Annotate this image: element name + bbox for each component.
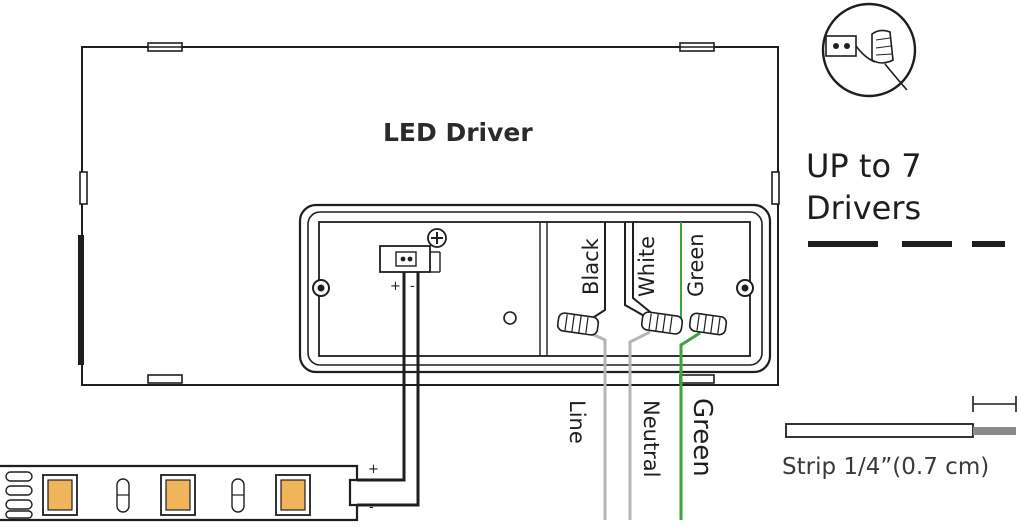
supply-wire-label-neutral: Neutral — [639, 400, 663, 478]
driver-wire-label-black: Black — [579, 237, 603, 295]
screw-icon — [312, 279, 330, 297]
led-chip — [275, 474, 311, 516]
led-chip — [160, 474, 196, 516]
wire-connector-icon — [640, 311, 684, 335]
max-drivers-line1: UP to 7 — [806, 147, 922, 185]
strip-length-label: Strip 1/4”(0.7 cm) — [782, 454, 989, 480]
terminal-block — [379, 245, 441, 273]
stripped-wire — [785, 396, 1017, 438]
supply-wire-label-line: Line — [565, 400, 589, 444]
driver-wire-label-white: White — [635, 236, 659, 297]
strip-minus-label: - — [369, 500, 374, 515]
terminal-plus-label: + — [390, 279, 401, 294]
screw-icon — [736, 279, 754, 297]
led-strip — [0, 464, 359, 522]
connection-detail-icon — [821, 2, 917, 98]
wire-connector-icon — [688, 312, 728, 336]
wire-connector-icon — [556, 312, 600, 336]
output-wires — [357, 272, 420, 507]
ground-screw-icon — [427, 228, 447, 248]
terminal-minus-label: - — [410, 279, 415, 294]
max-drivers-line2: Drivers — [806, 189, 921, 227]
supply-wire-label-green: Green — [687, 398, 717, 477]
driver-wire-label-green: Green — [684, 233, 708, 297]
led-chip — [42, 474, 78, 516]
strip-plus-label: + — [368, 462, 379, 477]
driver-title: LED Driver — [383, 118, 533, 147]
indicator-hole — [503, 311, 517, 325]
